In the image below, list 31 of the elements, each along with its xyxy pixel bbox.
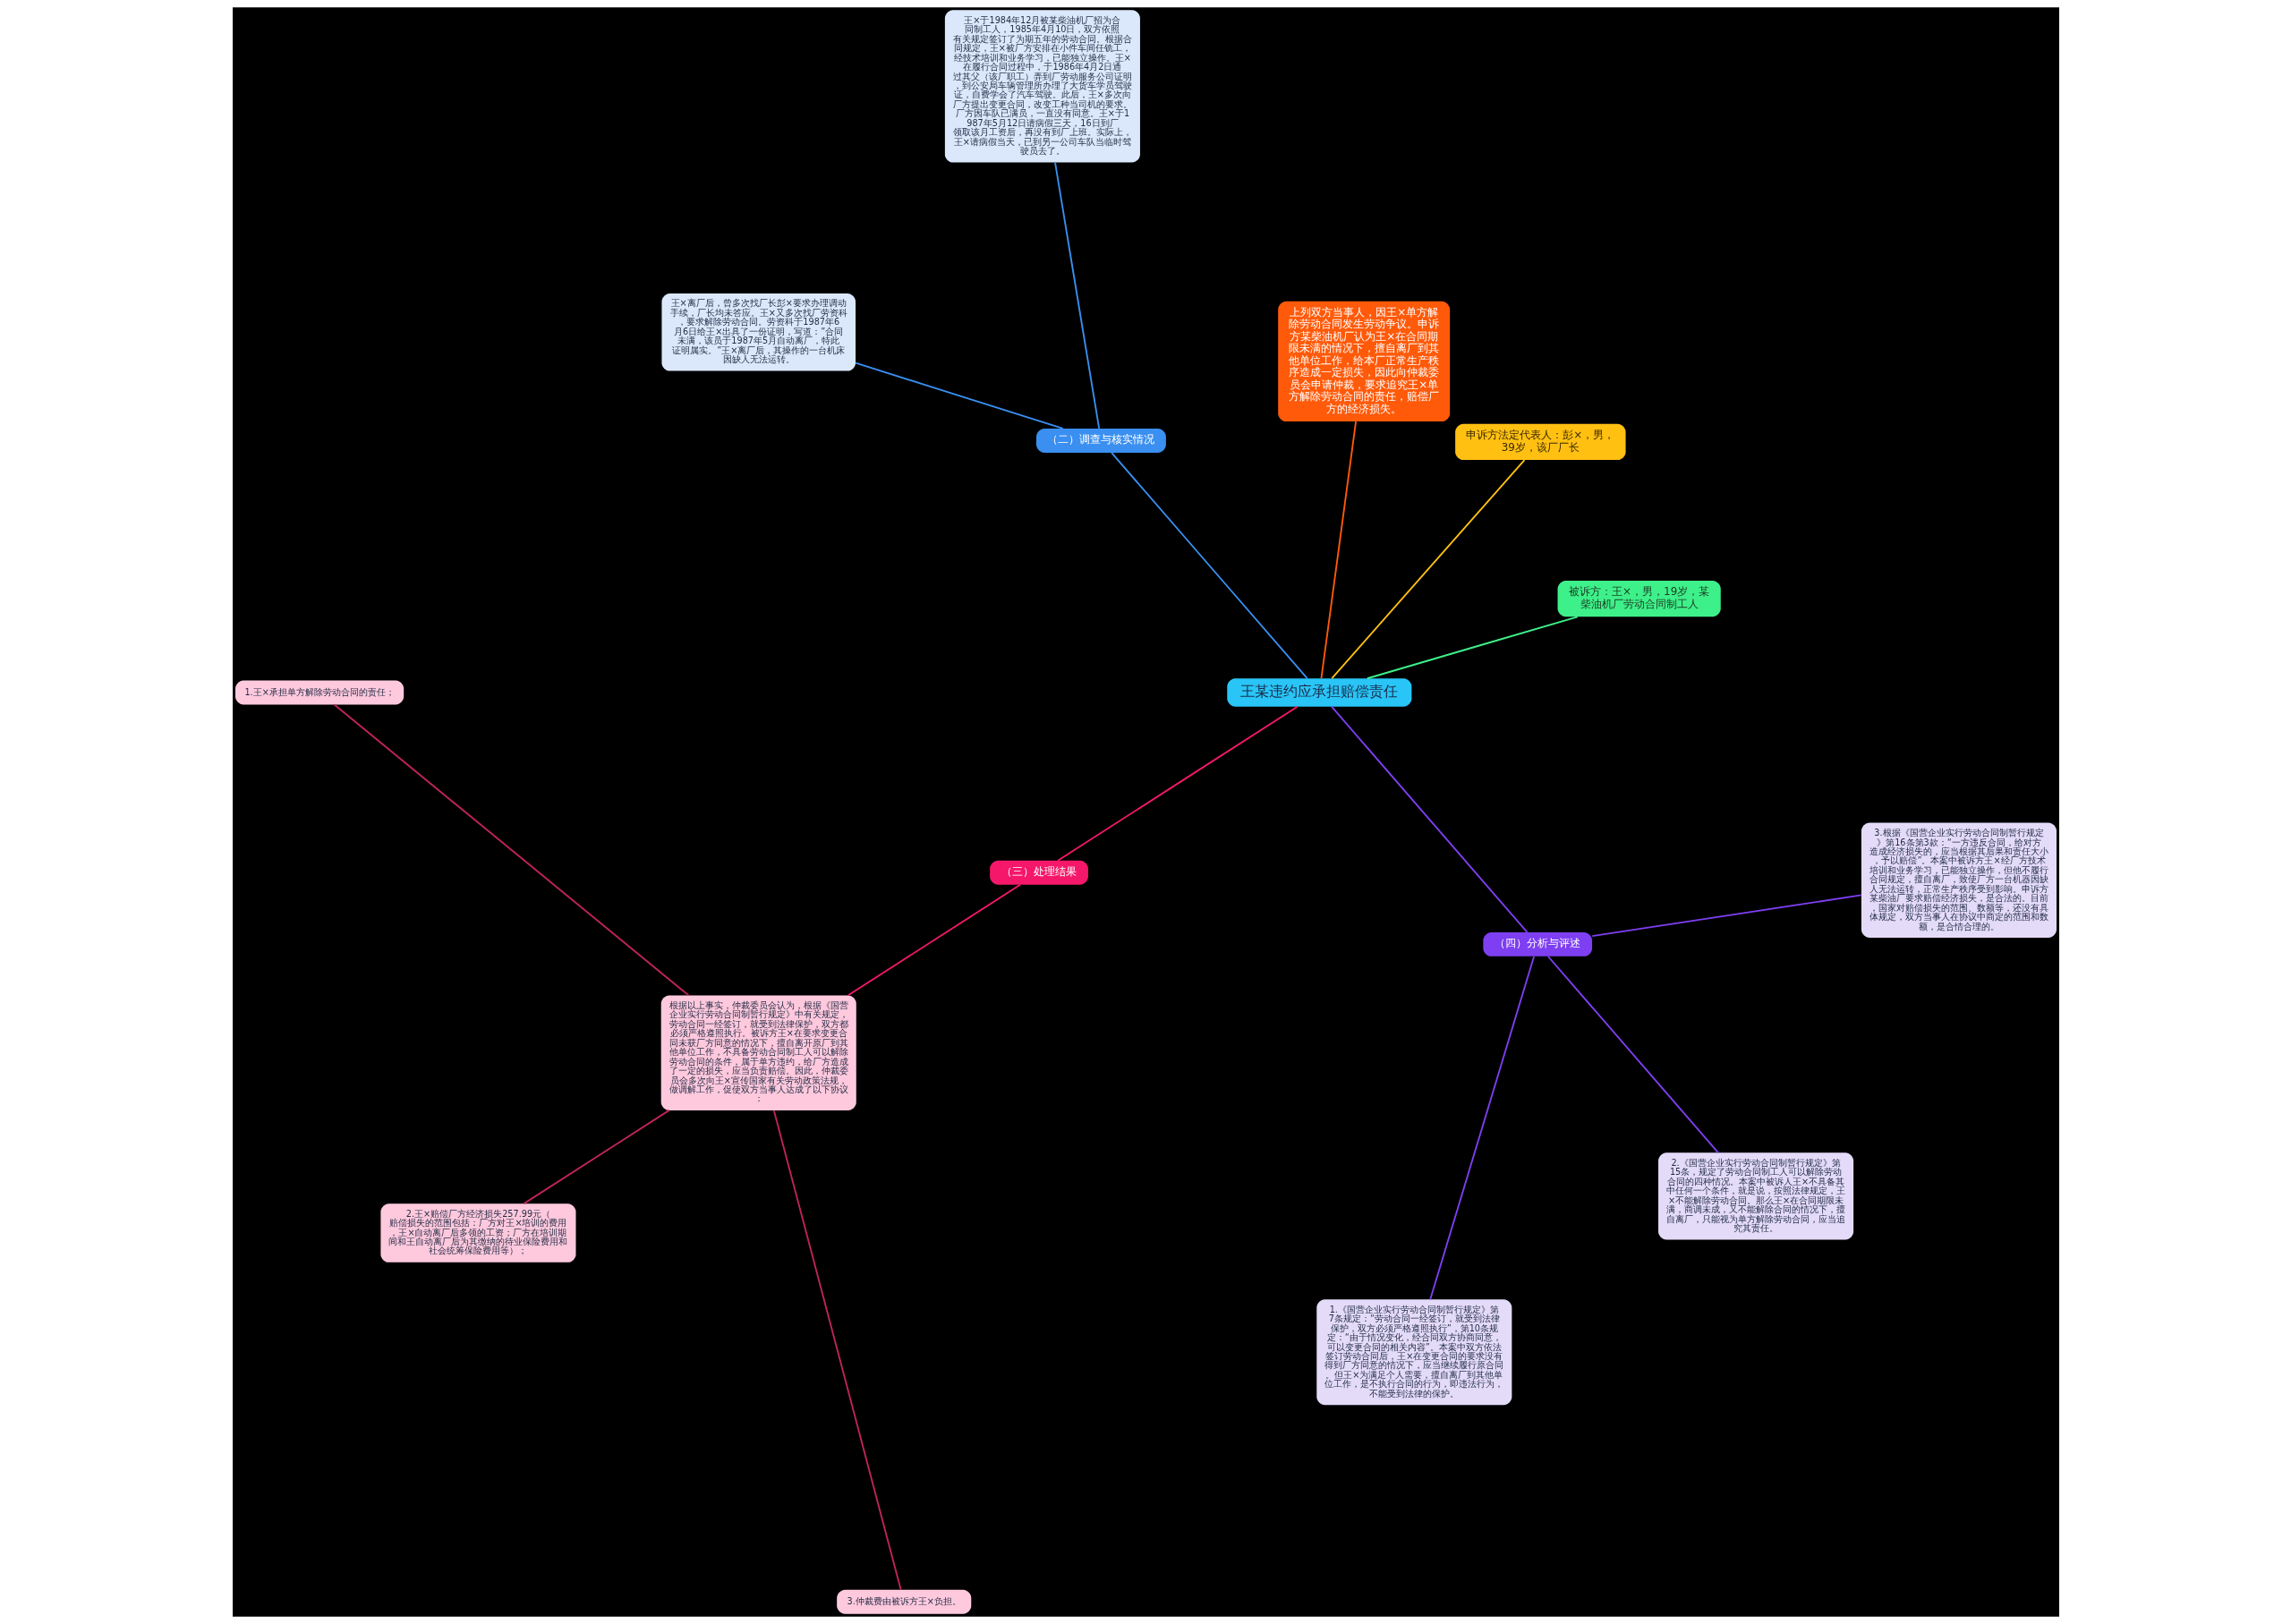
node-box: 上列双方当事人，因王×单方解除劳动合同发生劳动争议。申诉方某柴油机厂认为王×在合同期限未满的情况下，擅自离厂到其他单位工作，给本厂正常生产秩序造成一定损失，因此向仲裁委员会申请仲裁，要求追究王×单方解除劳动合同的责任，赔偿厂方的经济损失。 <box>1277 301 1450 422</box>
connector <box>1330 705 1528 933</box>
node-box: 2.王×赔偿厂方经济损失257.99元（赔偿损失的范围包括：厂方对王×培训的费用，王×自动离厂后多领的工资；厂方在培训期间和王自动离厂后为其缴纳的待业保险费用和社会统筹保险费用等）； <box>379 1203 575 1263</box>
node-box: 1.王×承担单方解除劳动合同的责任； <box>234 680 404 705</box>
connector <box>1053 161 1100 429</box>
node-box: 王×离厂后，曾多次找厂长彭×要求办理调动手续，厂长均未答应。王×又多次找厂劳资科，要求解除劳动合同。劳资科于1987年6月6日给王×出具了一份证明，写道：”合同未满，该员于1987年5月自动离厂，特此证明属实。”王×离厂后，其操作的一台机床因缺人无法运转。 <box>660 293 856 371</box>
connector <box>1330 459 1525 680</box>
node-box: 2.《国营企业实行劳动合同制暂行规定》第15条，规定了劳动合同制工人可以解除劳动合同的四种情况。本案中被诉人王×不具备其中任何一个条件，就是说，按照法律规定，王×不能解除劳动合同。那么王×在合同期限未满，商调未成，又不能解除合同的情况下，擅自离厂，只能视为单方解除劳动合同，应当追究其责任。 <box>1657 1152 1853 1240</box>
node-box: （四）分析与评述 <box>1482 932 1592 957</box>
node-box: 3.根据《国营企业实行劳动合同制暂行规定》第16条第3款：“一方违反合同，给对方造成经济损失的，应当根据其后果和责任大小，予以赔偿”。本案中被诉方王×经厂方技术培训和业务学习，已能独立操作，但他不履行合同规定，擅自离厂，致使厂方一台机器因缺人无法运转，正常生产秩序受到影响。申诉方某柴油厂要求赔偿经济损失，是合法的。目前，国家对赔偿损失的范围、数额等，还没有具体规定，双方当事人在协议中商定的范围和数额，是合情合理的。 <box>1861 822 2057 939</box>
node-box: （二）调查与核实情况 <box>1035 429 1166 453</box>
node-box: 王×于1984年12月被某柴油机厂招为合同制工人，1985年4月10日，双方依照有关规定签订了为期五年的劳动合同。根据合同规定，王×被厂方安排在小件车间任铣工，经技术培训和业务学习，已能独立操作。王×在履行合同过程中，于1986年4月2日通过其父（该厂职工）弄到厂劳动服务公司证明，到公安局车辆管理所办理了大货车学员驾驶证，自费学会了汽车驾驶。此后，王×多次向厂方提出变更合同，改变工种当司机的要求。厂方因车队已满员，一直没有同意。王×于1987年5月12日请病假三天，16日到厂领取该月工资后，再没有到厂上班。实际上，王×请病假当天，已到另一公司车队当临时驾驶员去了。 <box>944 10 1140 163</box>
node-box: （三）处理结果 <box>989 860 1088 885</box>
node-box: 1.《国营企业实行劳动合同制暂行规定》第7条规定：“劳动合同一经签订，就受到法律保护，双方必须严格遵照执行”，第10条规定：“由于情况变化，经合同双方协商同意，可以变更合同的相关内容”。本案中双方依法签订劳动合同后，王×在变更合同的要求没有得到厂方同意的情况下，应当继续履行原合同。但王×为满足个人需要，擅自离厂到其他单位工作，是不执行合同的行为，即违法行为，不能受到法律的保护。 <box>1316 1299 1512 1406</box>
connector <box>1428 956 1535 1301</box>
node-box: 王某违约应承担赔偿责任 <box>1226 678 1411 707</box>
connector <box>333 703 689 997</box>
connector <box>854 361 1064 429</box>
connector <box>1110 452 1308 680</box>
node-box: 被诉方：王×，男，19岁，某柴油机厂劳动合同制工人 <box>1557 580 1721 617</box>
connector <box>1320 421 1357 679</box>
node-box: 申诉方法定代表人：彭×，男，39岁，该厂厂长 <box>1454 423 1626 461</box>
connector <box>847 883 1021 997</box>
connector <box>1590 894 1862 938</box>
node-box: 根据以上事实，仲裁委员会认为，根据《国营企业实行劳动合同制暂行规定》中有关规定，劳动合同一经签订，就受到法律保护，双方都必须严格遵照执行。被诉方王×在要求变更合同未获厂方同意的情况下，擅自离开原厂到其他单位工作，不具备劳动合同制工人可以解除劳动合同的条件，属于单方违约，给厂方造成了一定的损失，应当负责赔偿。因此，仲裁委员会多次向王×宣传国家有关劳动政策法规，做调解工作，促使双方当事人达成了以下协议： <box>660 995 856 1110</box>
connector <box>523 1109 670 1205</box>
connector <box>1056 705 1299 862</box>
connector <box>1366 616 1579 680</box>
node-box: 3.仲裁费由被诉方王×负担。 <box>836 1589 971 1614</box>
connector <box>1546 956 1719 1154</box>
connector <box>772 1110 902 1591</box>
